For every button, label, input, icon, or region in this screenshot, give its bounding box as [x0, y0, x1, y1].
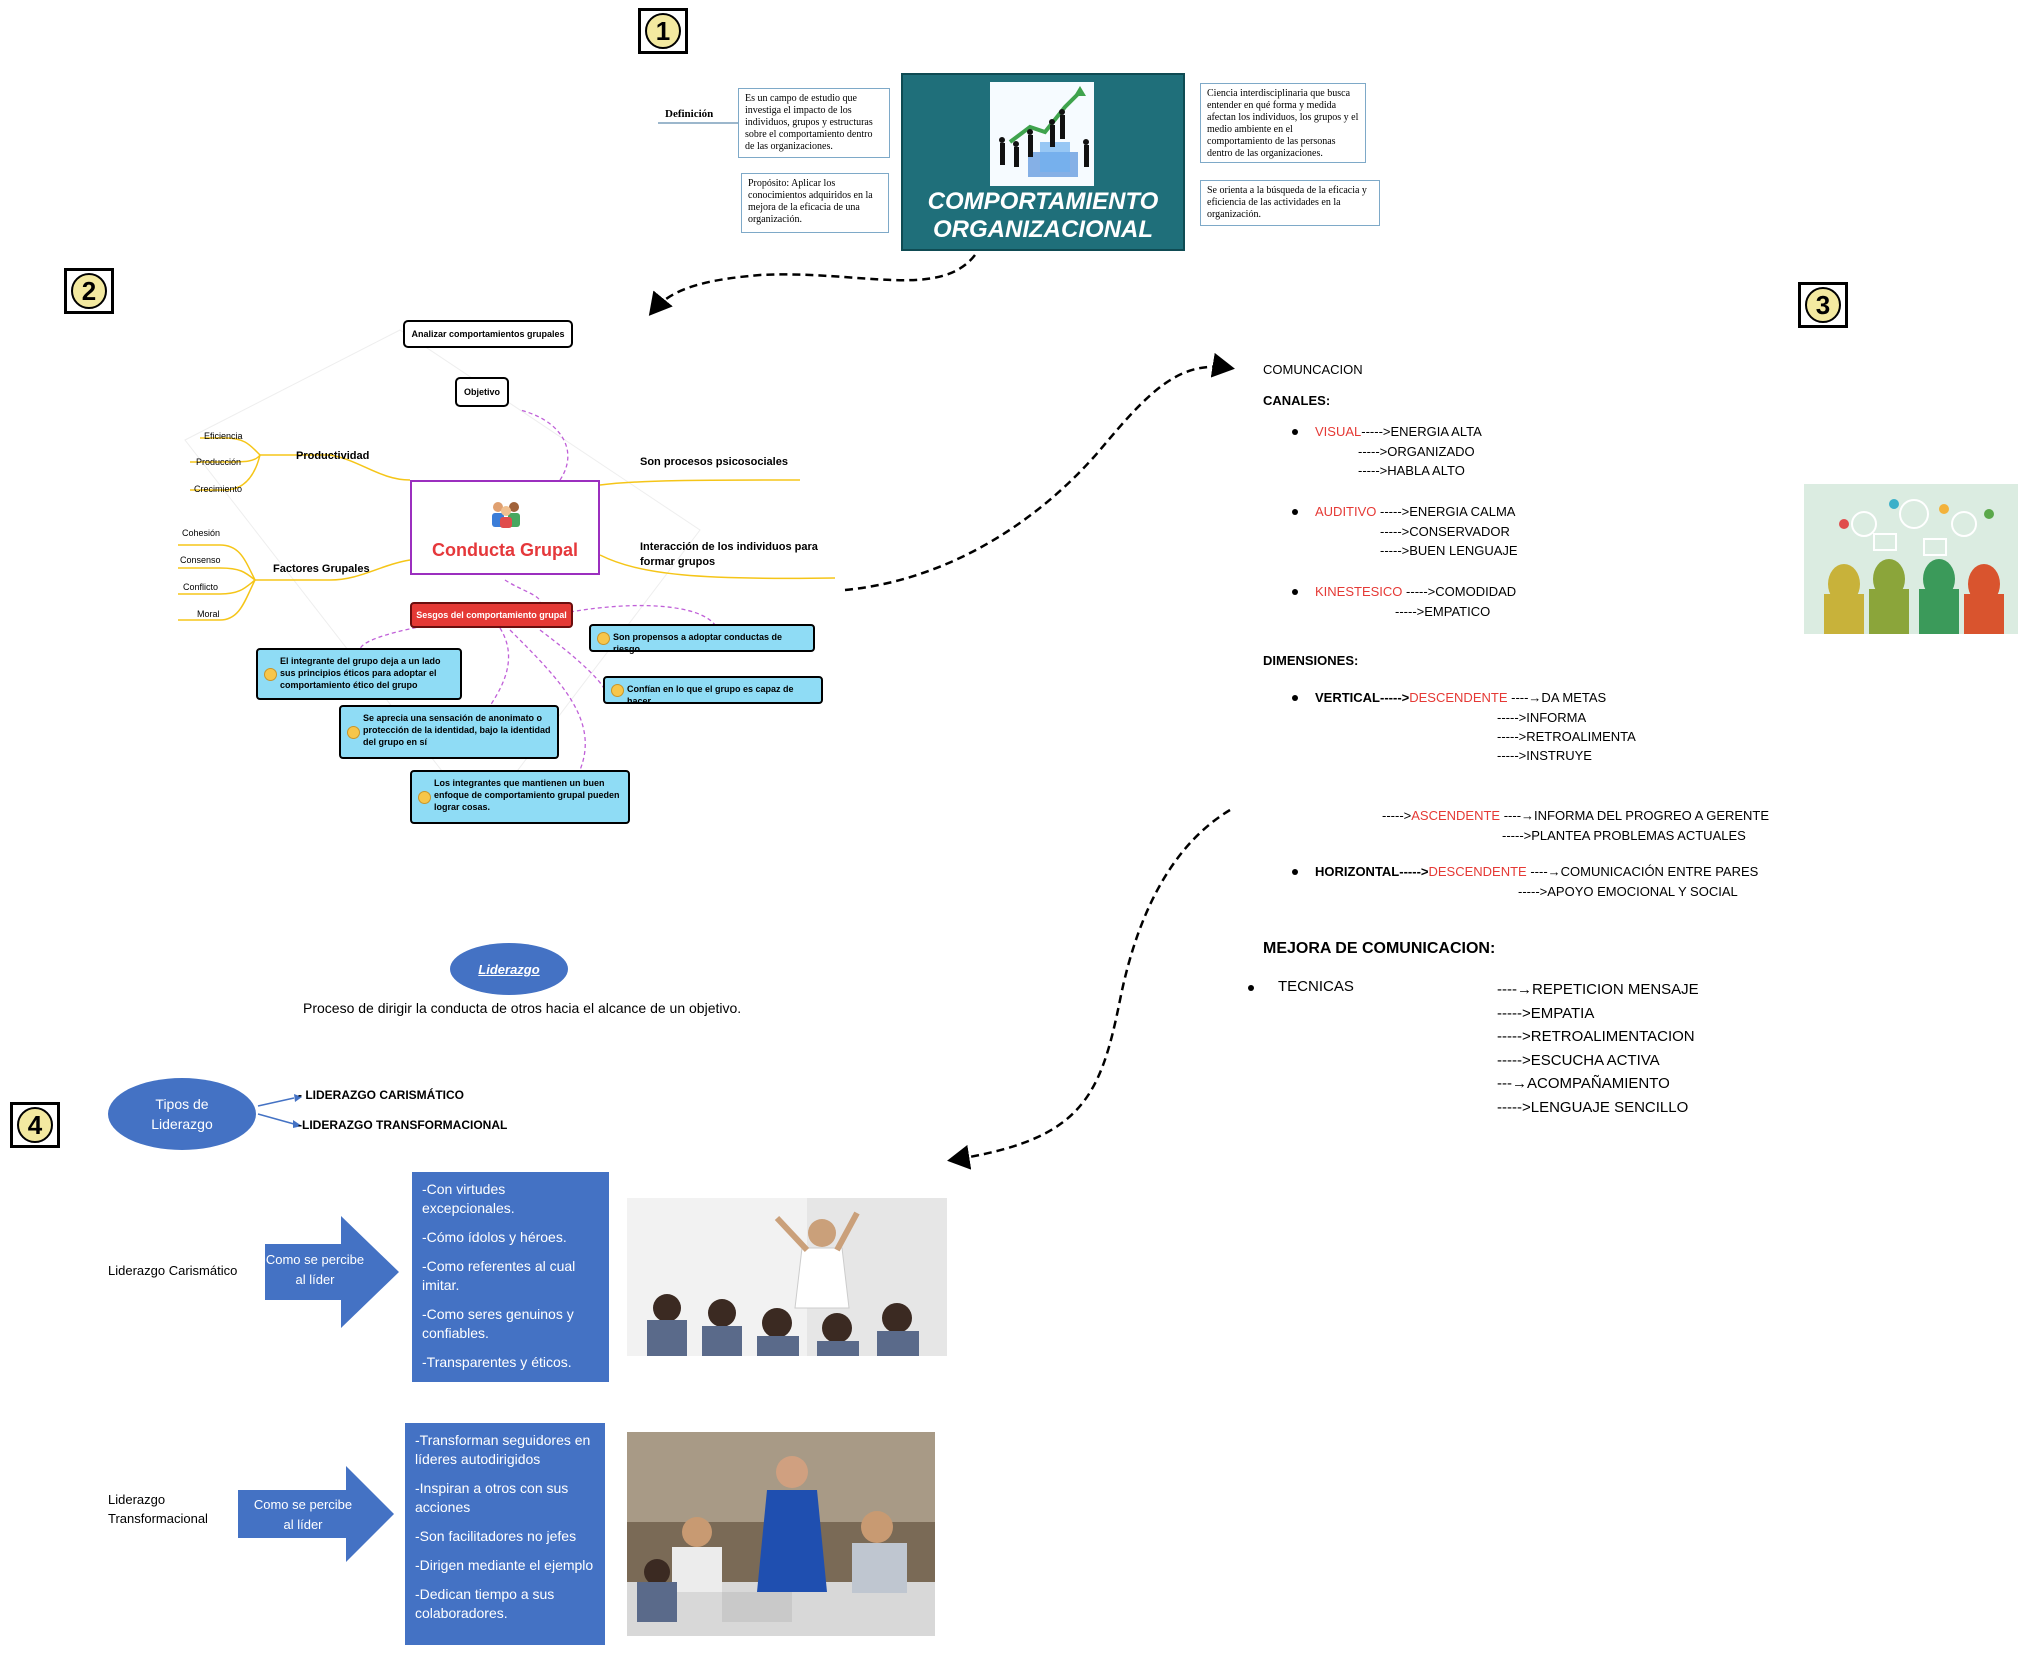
- vertical-descendente: VERTICAL----->DESCENDENTE ----→DA METAS: [1315, 690, 1607, 705]
- visual-item-3: ----->HABLA ALTO: [1358, 463, 1465, 478]
- tecnicas-label: TECNICAS: [1278, 978, 1354, 995]
- sesgo-item-enfoque: Los integrantes que mantienen un buen en…: [410, 770, 630, 824]
- proposito-box: Propósito: Aplicar los conocimientos adq…: [741, 173, 889, 233]
- arrow-carismatico: [265, 1216, 399, 1328]
- conflicto-label: Conflicto: [183, 582, 219, 592]
- bullet: [1292, 509, 1298, 515]
- tecnicas-list: ----→REPETICION MENSAJE ----->EMPATIA --…: [1497, 981, 1699, 1116]
- tipos-arrows: [257, 1094, 302, 1128]
- sesgo-item-etica: El integrante del grupo deja a un lado s…: [256, 648, 462, 700]
- vertical-desc-item-2: ----->INFORMA: [1497, 710, 1587, 725]
- carismatico-panel: -Con virtudes excepcionales. -Cómo ídolo…: [412, 1172, 609, 1382]
- vertical-asc-item-2: ----->PLANTEA PROBLEMAS ACTUALES: [1502, 828, 1746, 843]
- canales-heading: CANALES:: [1263, 393, 1331, 408]
- arrow-transformacional: [238, 1466, 394, 1562]
- dimensiones-heading: DIMENSIONES:: [1263, 653, 1359, 668]
- vertical-desc-item-3: ----->RETROALIMENTA: [1497, 729, 1636, 744]
- definicion-box: Es un campo de estudio que investiga el …: [738, 88, 890, 158]
- factores-label: Factores Grupales: [273, 563, 370, 575]
- horizontal-item-2: ----->APOYO EMOCIONAL Y SOCIAL: [1518, 884, 1738, 899]
- mejora-heading: MEJORA DE COMUNICACION:: [1263, 940, 1496, 957]
- vertical-ascendente: ----->ASCENDENTE ----→INFORMA DEL PROGRE…: [1382, 808, 1770, 823]
- emoji-icon: [347, 726, 360, 739]
- business-graph-icon: [990, 82, 1094, 186]
- business-image: [990, 82, 1094, 186]
- analizar-box: Analizar comportamientos grupales: [403, 320, 573, 348]
- bullet: [1292, 695, 1298, 701]
- produccion-label: Producción: [196, 457, 242, 467]
- connector-3-4: [947, 808, 1231, 1170]
- emoji-icon: [264, 668, 277, 681]
- definicion-label: Definición: [665, 108, 714, 120]
- group-icon: [488, 498, 524, 533]
- badge-4: 4: [10, 1102, 60, 1148]
- conducta-grupal-title: Conducta Grupal: [431, 540, 578, 560]
- emoji-icon: [597, 632, 610, 645]
- horizontal-descendente: HORIZONTAL----->DESCENDENTE ----→COMUNIC…: [1315, 864, 1759, 879]
- emoji-icon: [611, 684, 624, 697]
- kinestesico-label: KINESTESICO ----->COMODIDAD: [1315, 584, 1517, 599]
- orienta-box: Se orienta a la búsqueda de la eficacia …: [1200, 180, 1380, 226]
- productividad-label: Productividad: [296, 450, 370, 462]
- carismatico-photo: [627, 1198, 947, 1356]
- vertical-desc-item-4: ----->INSTRUYE: [1497, 748, 1592, 763]
- visual-label: VISUAL----->ENERGIA ALTA: [1315, 424, 1482, 439]
- liderazgo-definicion: Proceso de dirigir la conducta de otros …: [303, 1000, 742, 1016]
- communication-illustration: [1804, 484, 2018, 634]
- bullet: [1292, 869, 1298, 875]
- carismatico-label: Liderazgo Carismático: [108, 1263, 238, 1278]
- sesgo-item-confian: Confían en lo que el grupo es capaz de h…: [603, 676, 823, 706]
- tipo-carismatico: - LIDERAZGO CARISMÁTICO: [298, 1088, 464, 1102]
- transformacional-label: Liderazgo Transformacional: [108, 1492, 208, 1526]
- bullet: [1248, 985, 1254, 991]
- main-topic-title: COMPORTAMIENTO ORGANIZACIONAL: [927, 188, 1159, 243]
- objetivo-box: Objetivo: [455, 377, 509, 407]
- eficiencia-label: Eficiencia: [204, 431, 243, 441]
- liderazgo-oval: Liderazgo: [450, 943, 568, 995]
- auditivo-item-2: ----->CONSERVADOR: [1380, 524, 1510, 539]
- transformacional-photo: [627, 1432, 935, 1636]
- sesgo-item-riesgo: Son propensos a adoptar conductas de rie…: [589, 624, 815, 654]
- connector-1-2: [648, 254, 976, 316]
- badge-2: 2: [64, 268, 114, 314]
- auditivo-item-3: ----->BUEN LENGUAJE: [1380, 543, 1518, 558]
- emoji-icon: [418, 791, 431, 804]
- badge-1: 1: [638, 8, 688, 54]
- bullet: [1292, 429, 1298, 435]
- arrow-transformacional-text: Como se percibe al líder: [253, 1497, 353, 1532]
- procesos-label: Son procesos psicosociales: [640, 456, 788, 468]
- comunicacion-title: COMUNCACION: [1263, 362, 1363, 377]
- auditivo-label: AUDITIVO ----->ENERGIA CALMA: [1315, 504, 1516, 519]
- visual-item-2: ----->ORGANIZADO: [1358, 444, 1475, 459]
- badge-3: 3: [1798, 282, 1848, 328]
- moral-label: Moral: [197, 609, 220, 619]
- arrow-carismatico-text: Como se percibe al líder: [265, 1252, 365, 1287]
- definicion-line: [658, 122, 738, 124]
- interaccion-label: Interacción de los individuos para forma…: [640, 541, 818, 568]
- cohesion-label: Cohesión: [182, 528, 221, 538]
- sesgo-item-anonimato: Se aprecia una sensación de anonimato o …: [339, 705, 559, 759]
- kinestesico-item-2: ----->EMPATICO: [1395, 604, 1491, 619]
- tipos-oval: Tipos de Liderazgo: [108, 1078, 256, 1150]
- sesgos-box: Sesgos del comportamiento grupal: [410, 602, 573, 628]
- crecimiento-label: Crecimiento: [194, 484, 243, 494]
- transformacional-panel: -Transforman seguidores en líderes autod…: [405, 1423, 605, 1645]
- consenso-label: Consenso: [180, 555, 221, 565]
- bullet: [1292, 589, 1298, 595]
- ciencia-box: Ciencia interdisciplinaria que busca ent…: [1200, 83, 1366, 163]
- tipo-transformacional: -LIDERAZGO TRANSFORMACIONAL: [298, 1118, 508, 1132]
